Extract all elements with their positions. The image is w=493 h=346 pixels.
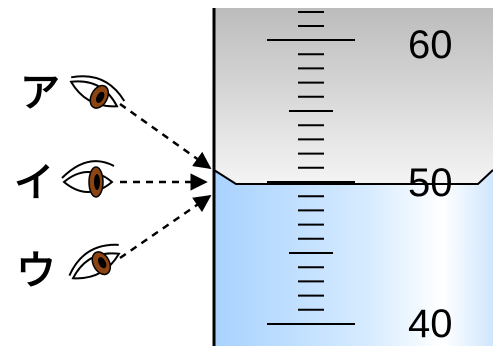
label-i: イ	[14, 160, 54, 206]
sight-line-a	[119, 102, 212, 170]
scale-label-40: 40	[408, 302, 453, 346]
eye-icon	[68, 243, 121, 280]
liquid-body	[214, 170, 493, 346]
label-a: ア	[20, 70, 60, 116]
meniscus-line	[213, 169, 493, 185]
cylinder-air	[214, 8, 493, 184]
eye-icon	[69, 75, 126, 109]
eye-icon	[61, 160, 115, 198]
scale-label-60: 60	[408, 23, 453, 67]
graduated-cylinder	[212, 8, 493, 346]
scale-ticks	[267, 11, 355, 325]
sight-line-u	[119, 194, 212, 260]
label-u: ウ	[16, 248, 56, 294]
scale-label-50: 50	[408, 161, 453, 205]
